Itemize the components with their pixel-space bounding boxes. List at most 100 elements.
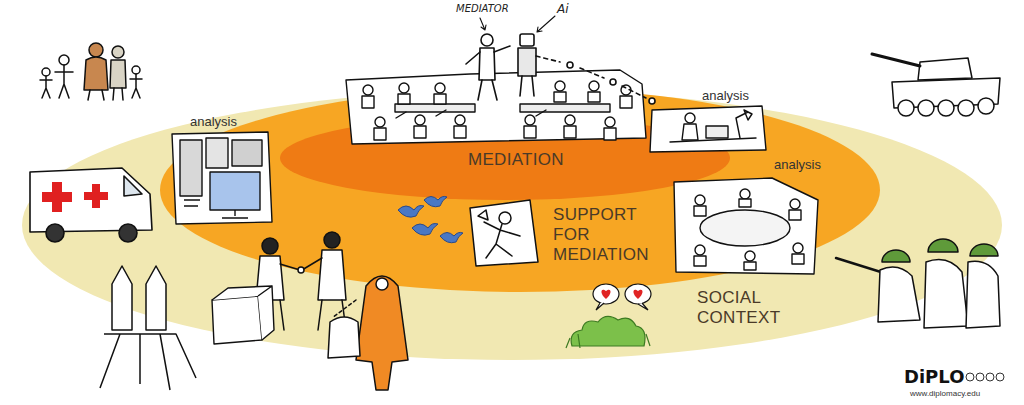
meeting-sketch-part-part xyxy=(362,96,374,108)
orange-figure-part xyxy=(332,300,356,318)
handshake-sketch-part xyxy=(324,232,340,248)
round-table-sketch-part-part xyxy=(789,210,801,220)
orange-figure-part xyxy=(356,276,408,390)
soldiers-sketch-part xyxy=(928,239,958,252)
hearts-bubbles-part xyxy=(601,290,610,299)
bush-part xyxy=(566,334,650,348)
hearts-bubbles-part xyxy=(625,284,651,304)
round-table-sketch-part-part xyxy=(694,256,706,266)
ambulance-sketch-part xyxy=(124,176,142,196)
mediator-figure-part xyxy=(481,34,493,46)
meeting-sketch-part-part xyxy=(455,115,465,125)
tank-sketch-part xyxy=(958,100,974,116)
meeting-sketch-part-part xyxy=(565,115,575,125)
meeting-sketch-part-part xyxy=(620,96,632,108)
analysis-label: analysis xyxy=(190,114,237,129)
computers-sketch xyxy=(172,132,272,224)
logo-mark-part xyxy=(986,373,994,381)
ambulance-sketch-part xyxy=(119,224,137,242)
family-sketch-part xyxy=(40,76,52,98)
meeting-sketch-part-part xyxy=(414,126,426,138)
meeting-sketch-part-part xyxy=(524,126,536,138)
hearts-bubbles xyxy=(593,284,651,310)
running-figure-part xyxy=(484,222,520,258)
family-sketch-part xyxy=(110,60,126,88)
hearts-bubbles-part xyxy=(596,303,604,310)
soldiers-sketch-part xyxy=(878,267,920,322)
running-figure-part xyxy=(499,212,511,224)
logo-mark xyxy=(966,373,1004,381)
crate-sketch-part xyxy=(212,286,274,340)
meeting-sketch-part xyxy=(396,110,546,118)
analyst-desk-sketch-part xyxy=(685,113,695,123)
handwritten-note: MEDIATOR xyxy=(456,3,509,14)
family-sketch-part xyxy=(112,46,124,58)
logo-text: DiPLO xyxy=(904,366,964,387)
tank-sketch-part xyxy=(978,98,994,114)
running-figure xyxy=(470,200,538,266)
ambulance-sketch-part xyxy=(84,184,108,208)
tank-sketch-part xyxy=(918,100,934,116)
soldiers-sketch-part xyxy=(882,250,910,262)
meeting-sketch-part-part xyxy=(564,126,576,138)
tank-sketch-part xyxy=(872,54,920,66)
computers-sketch-part xyxy=(180,140,202,196)
logo-mark-part xyxy=(976,373,984,381)
meeting-sketch-part-part xyxy=(605,117,615,127)
analyst-desk-sketch xyxy=(650,106,766,152)
ai-robot-part xyxy=(536,56,646,98)
meeting-sketch-part-part xyxy=(399,83,409,93)
soldiers-sketch xyxy=(836,239,1000,328)
ai-robot-part xyxy=(649,98,655,104)
handshake-sketch-part xyxy=(298,267,304,273)
meeting-sketch-part-part xyxy=(604,128,616,140)
analyst-desk-sketch-part xyxy=(650,106,766,152)
running-figure-part xyxy=(470,200,538,266)
mediator-figure-part xyxy=(480,18,486,30)
analysis-label: analysis xyxy=(774,157,821,172)
crate-sketch xyxy=(212,286,274,344)
meeting-sketch-part-part xyxy=(525,115,535,125)
round-table-sketch xyxy=(674,178,818,274)
mediator-figure-part xyxy=(479,48,495,80)
round-table-sketch-part-part xyxy=(745,251,755,261)
round-table-sketch-part-part xyxy=(695,245,705,255)
round-table-sketch-part-part xyxy=(793,243,803,253)
orange-figure xyxy=(328,276,408,390)
bush-part xyxy=(571,316,645,346)
handshake-sketch-part xyxy=(302,258,322,270)
meeting-sketch-part xyxy=(520,104,610,112)
mediator-figure-part xyxy=(466,46,510,64)
meeting-sketch-part-part xyxy=(555,81,565,91)
computers-sketch-part xyxy=(184,200,200,206)
soldiers-sketch-part xyxy=(966,261,1000,328)
ambulance-sketch xyxy=(30,168,152,242)
mediator-figure xyxy=(466,18,510,100)
logo-url: www.diplomacy.edu xyxy=(910,389,980,398)
ambulance-sketch-part xyxy=(42,182,72,212)
family-sketch-part xyxy=(88,90,104,100)
hearts-bubbles-part xyxy=(633,290,642,299)
band-label: MEDIATION xyxy=(468,150,564,170)
hearts-bubbles-part xyxy=(593,284,619,304)
doves-part xyxy=(440,232,463,242)
meeting-sketch-part-part xyxy=(374,128,386,140)
round-table-sketch-part-part xyxy=(790,199,800,209)
doves-part xyxy=(424,196,447,206)
soldiers-sketch-part xyxy=(970,244,998,256)
family-sketch-part xyxy=(130,74,142,98)
computers-sketch-part xyxy=(172,132,272,224)
analyst-desk-sketch-part xyxy=(706,126,728,138)
meeting-sketch-part xyxy=(362,81,632,140)
family-sketch-part xyxy=(42,68,50,76)
crate-sketch-part xyxy=(212,296,262,344)
band-label: SUPPORT FOR MEDIATION xyxy=(553,205,659,265)
ambulance-sketch-part xyxy=(30,168,152,232)
meeting-sketch-part-part xyxy=(363,85,373,95)
meeting-sketch-part xyxy=(395,104,475,112)
meeting-sketch-part-part xyxy=(554,92,566,102)
running-figure-part xyxy=(478,210,488,220)
analyst-desk-sketch-part xyxy=(682,124,698,140)
